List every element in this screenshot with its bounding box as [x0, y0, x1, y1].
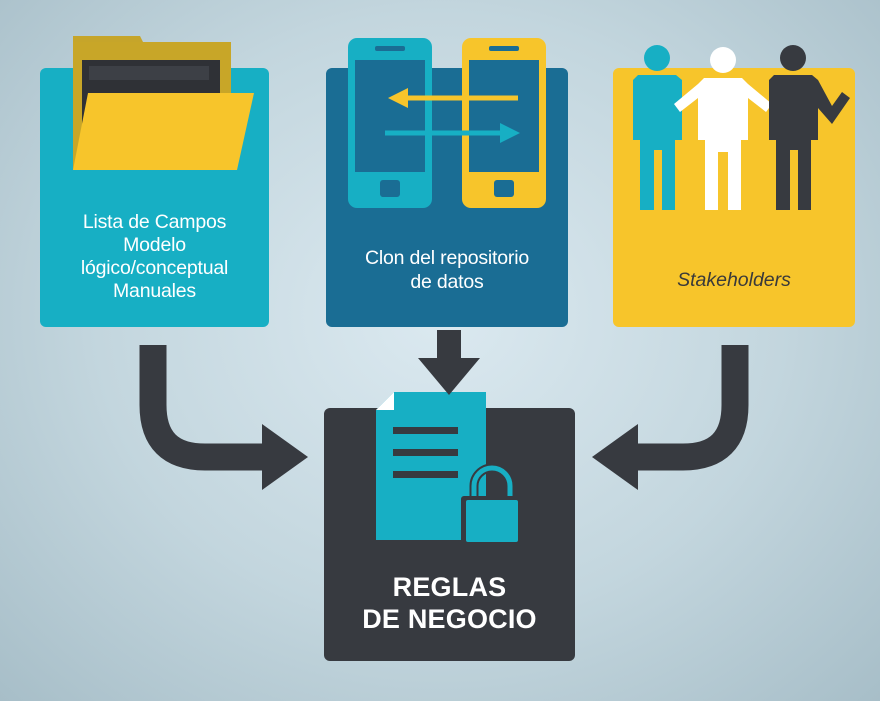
arrow-center-to-rules [418, 330, 480, 395]
business-rules-title: REGLAS DE NEGOCIO [362, 571, 537, 635]
arrow-left-to-rules [139, 345, 308, 490]
source-clone-line-1: Clon del repositorio [364, 247, 529, 269]
source-fields-text: Lista de Campos Modelo lógico/conceptual… [81, 211, 228, 303]
source-clone-line-2: de datos [410, 271, 484, 293]
target-box-business-rules: REGLAS DE NEGOCIO [324, 408, 575, 661]
source-fields-line-1: Lista de Campos [82, 211, 227, 233]
business-rules-line-1: REGLAS [392, 572, 507, 602]
source-fields-line-2: Modelo [123, 234, 186, 256]
source-fields-line-3: lógico/conceptual [80, 257, 229, 279]
source-box-stakeholders: Stakeholders [613, 68, 855, 327]
source-box-repository-clone: Clon del repositorio de datos [326, 68, 568, 327]
source-box-fields: Lista de Campos Modelo lógico/conceptual… [40, 68, 269, 327]
source-fields-line-4: Manuales [113, 280, 196, 302]
business-rules-line-2: DE NEGOCIO [362, 604, 537, 634]
stakeholders-label: Stakeholders [677, 269, 791, 291]
arrow-right-to-rules [592, 345, 749, 490]
source-clone-text: Clon del repositorio de datos [365, 246, 529, 294]
